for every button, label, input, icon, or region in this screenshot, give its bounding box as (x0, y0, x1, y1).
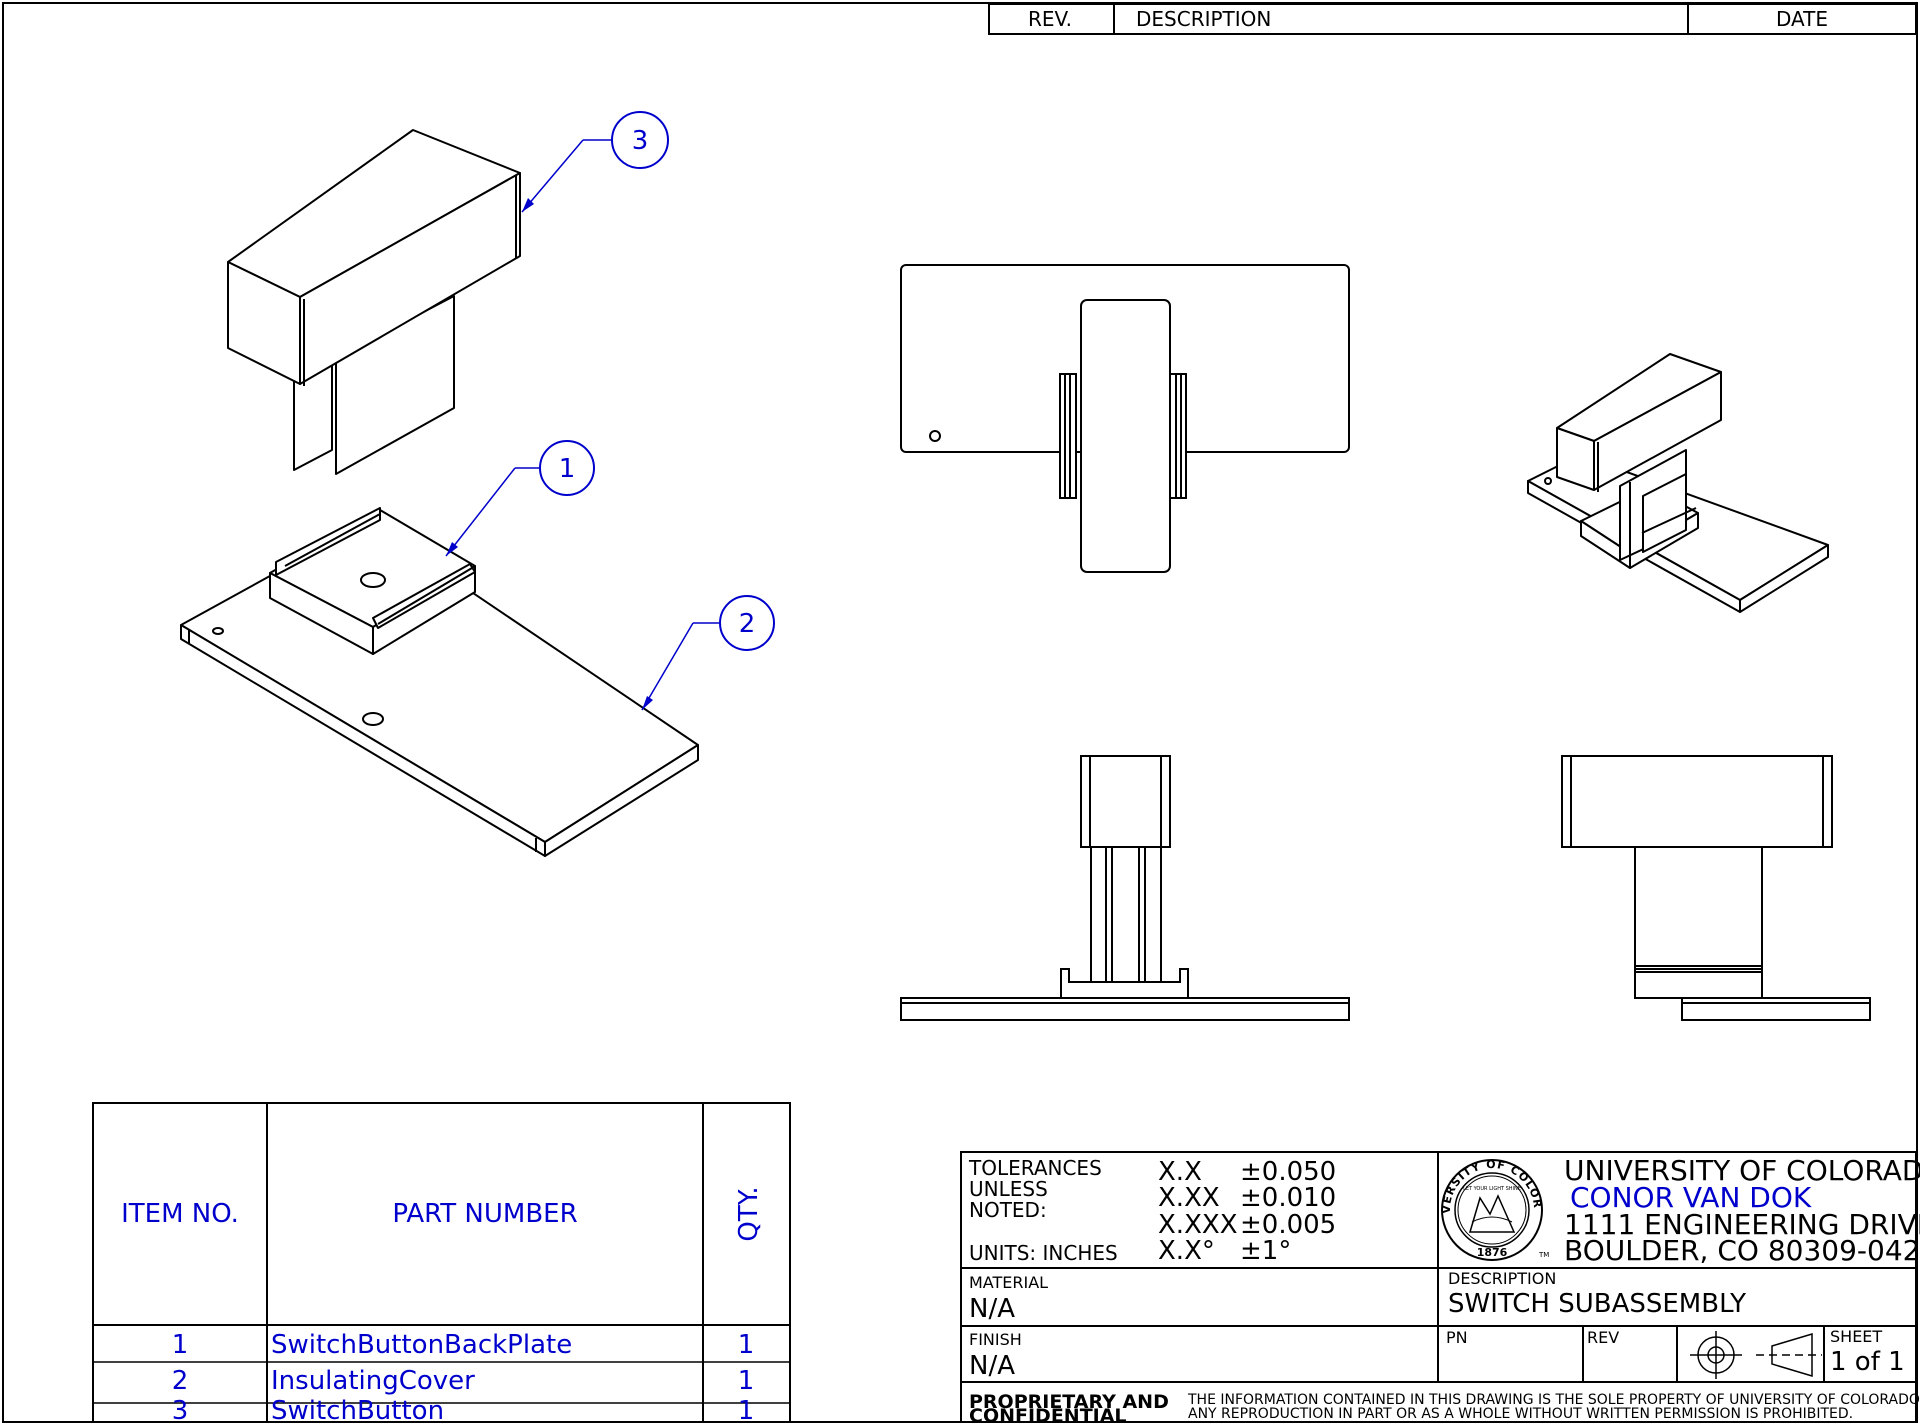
bill-of-materials: ITEM NO. PART NUMBER QTY. 1 SwitchButton… (92, 1102, 791, 1425)
tol-value-1: ±0.050 (1240, 1157, 1336, 1187)
bom-row-2-qty: 1 (738, 1366, 755, 1396)
tol-value-3: ±0.005 (1240, 1210, 1336, 1240)
rev-label: REV (1587, 1328, 1619, 1347)
seal-year: 1876 (1477, 1246, 1508, 1259)
top-view (900, 264, 1350, 573)
notice-line-2: ANY REPRODUCTION IN PART OR AS A WHOLE W… (1188, 1406, 1853, 1422)
tol-value-4: ±1° (1240, 1236, 1291, 1266)
side-view (1561, 755, 1871, 1021)
material-label: MATERIAL (969, 1273, 1048, 1292)
projection-symbol-icon (1690, 1331, 1822, 1379)
description-header: DESCRIPTION (1136, 7, 1271, 31)
sheet-label: SHEET (1830, 1327, 1882, 1346)
sheet-value: 1 of 1 (1830, 1347, 1905, 1377)
bom-row-1-item: 1 (172, 1330, 189, 1360)
tol-format-4: X.X° (1158, 1236, 1215, 1266)
balloon-1: 1 (445, 440, 595, 557)
organization-name: UNIVERSITY OF COLORADO (1564, 1154, 1920, 1187)
bom-row-3-part: SwitchButton (271, 1396, 444, 1425)
bom-row-3-qty: 1 (738, 1396, 755, 1425)
seal-tm: TM (1538, 1251, 1549, 1259)
tolerances-label: TOLERANCES (968, 1156, 1102, 1180)
author-name: CONOR VAN DOK (1570, 1181, 1812, 1214)
bom-row: 2 InsulatingCover 1 (172, 1366, 755, 1396)
bom-row: 3 SwitchButton 1 (172, 1396, 755, 1425)
balloon-3: 3 (521, 111, 669, 213)
notice-line-1: THE INFORMATION CONTAINED IN THIS DRAWIN… (1187, 1392, 1920, 1408)
date-header: DATE (1776, 7, 1828, 31)
tol-format-1: X.X (1158, 1157, 1202, 1187)
rev-header: REV. (1028, 7, 1072, 31)
address-line-1: 1111 ENGINEERING DRIVE (1564, 1208, 1920, 1241)
noted-label: NOTED: (969, 1198, 1047, 1222)
balloon-1-label: 1 (559, 454, 576, 484)
tol-value-2: ±0.010 (1240, 1183, 1336, 1213)
bom-row-2-part: InsulatingCover (271, 1366, 475, 1396)
bom-header-qty: QTY. (734, 1186, 764, 1241)
part-switch-button-back-plate (269, 507, 476, 655)
proprietary-line-1: PROPRIETARY AND (969, 1391, 1169, 1413)
bom-row-1-qty: 1 (738, 1330, 755, 1360)
finish-label: FINISH (969, 1330, 1022, 1349)
seal-motto: LET YOUR LIGHT SHINE (1463, 1186, 1521, 1192)
revision-block: REV. DESCRIPTION DATE (988, 3, 1917, 35)
part-switch-button (227, 129, 521, 475)
front-view (900, 755, 1350, 1021)
description-value: SWITCH SUBASSEMBLY (1448, 1289, 1746, 1319)
units-label: UNITS: INCHES (969, 1241, 1118, 1265)
balloon-3-label: 3 (632, 126, 649, 156)
bom-row-3-item: 3 (172, 1396, 189, 1425)
balloon-2: 2 (641, 595, 775, 711)
bom-row-1-part: SwitchButtonBackPlate (271, 1330, 572, 1360)
assembled-isometric-view (1527, 353, 1829, 613)
bom-header-part-number: PART NUMBER (392, 1199, 577, 1229)
bom-header-item-no: ITEM NO. (121, 1199, 239, 1229)
material-value: N/A (969, 1294, 1015, 1324)
pn-label: PN (1446, 1328, 1468, 1347)
bom-row: 1 SwitchButtonBackPlate 1 (172, 1330, 755, 1360)
description-label: DESCRIPTION (1448, 1269, 1556, 1288)
balloon-2-label: 2 (739, 609, 756, 639)
unless-label: UNLESS (969, 1177, 1048, 1201)
exploded-isometric-view (180, 129, 699, 857)
tol-format-3: X.XXX (1158, 1210, 1238, 1240)
address-line-2: BOULDER, CO 80309-0427 (1564, 1234, 1920, 1267)
finish-value: N/A (969, 1351, 1015, 1381)
tol-format-2: X.XX (1158, 1183, 1220, 1213)
proprietary-line-2: CONFIDENTIAL (969, 1405, 1127, 1425)
bom-row-2-item: 2 (172, 1366, 189, 1396)
